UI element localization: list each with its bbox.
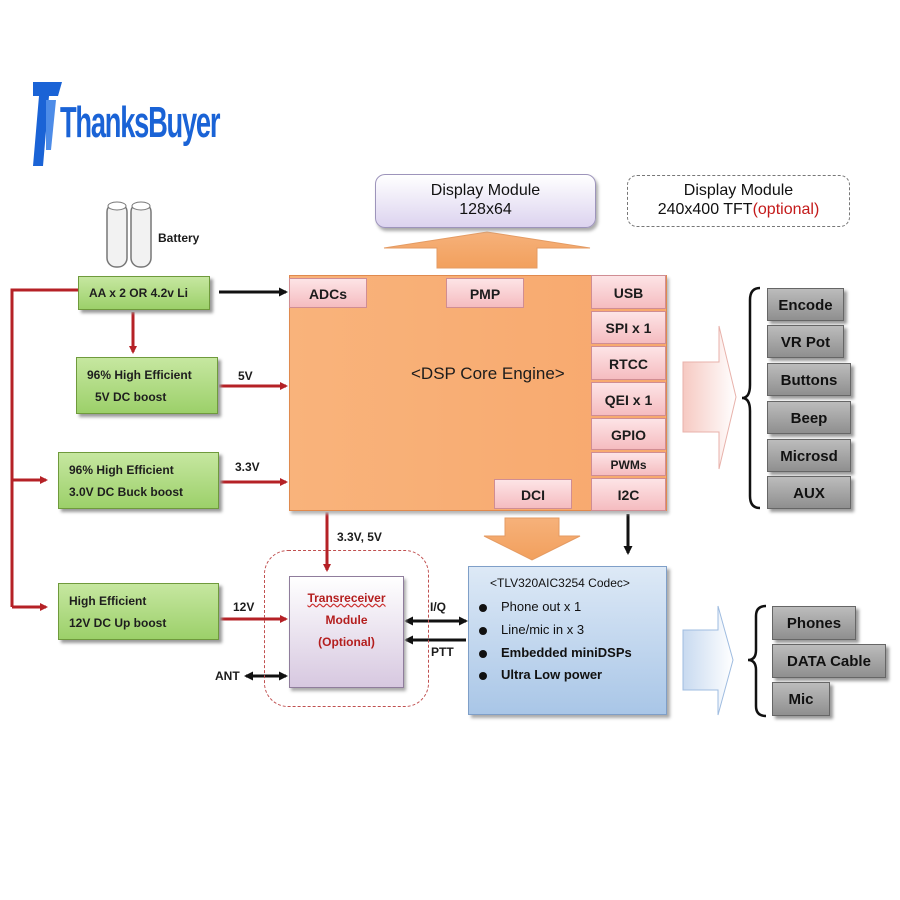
display-module-optional: Display Module 240x400 TFT(optional) (627, 175, 850, 227)
input-aux: AUX (767, 476, 851, 509)
output-mic: Mic (772, 682, 830, 716)
battery-icon (106, 201, 152, 268)
peripheral-gpio: GPIO (591, 418, 666, 450)
buck-3v3-box: 96% High Efficient 3.0V DC Buck boost (58, 452, 219, 509)
boost-12v-box: High Efficient 12V DC Up boost (58, 583, 219, 640)
boost-5v-line2: 5V DC boost (95, 390, 167, 404)
label-iq: I/Q (430, 600, 447, 614)
label-ant: ANT (215, 669, 240, 683)
brace-inputs (741, 286, 761, 510)
codec-bullet-2: Line/mic in x 3 (479, 622, 584, 637)
label-rail: 3.3V, 5V (337, 530, 382, 544)
codec-block (468, 566, 667, 715)
peripheral-rtcc: RTCC (591, 346, 666, 380)
input-microsd: Microsd (767, 439, 851, 472)
buck-3v3-line1: 96% High Efficient (69, 463, 174, 477)
transceiver-line2: Module (325, 613, 368, 627)
codec-bullet-4-text: Ultra Low power (501, 667, 603, 682)
right-arrow-to-inputs (682, 325, 737, 470)
power-source-box: AA x 2 OR 4.2v Li (78, 276, 210, 310)
bullet-dot-icon (479, 603, 487, 612)
output-data-cable: DATA Cable (772, 644, 886, 678)
display-main-resolution: 128x64 (459, 201, 512, 218)
down-arrow-to-codec (483, 517, 581, 561)
boost-5v-line1: 96% High Efficient (87, 368, 192, 382)
up-arrow-to-display (383, 231, 591, 269)
bullet-dot-icon (479, 626, 487, 635)
label-3v3: 3.3V (235, 460, 260, 474)
dsp-core-title: <DSP Core Engine> (411, 364, 565, 383)
label-12v: 12V (233, 600, 255, 614)
logo-mark-icon (33, 82, 62, 166)
transceiver-line3: (Optional) (318, 635, 375, 649)
brand-logo: ThanksBuyer (60, 98, 220, 147)
transceiver-optional-outline (264, 550, 429, 707)
display-opt-resolution: 240x400 TFT (657, 201, 753, 218)
dci-block: DCI (494, 479, 572, 509)
display-main-title: Display Module (430, 182, 541, 199)
codec-bullet-4: Ultra Low power (479, 667, 602, 682)
boost-12v-line1: High Efficient (69, 594, 147, 608)
input-beep: Beep (767, 401, 851, 434)
codec-bullet-3-text: Embedded miniDSPs (501, 645, 632, 660)
transceiver-title: Transreceiver (307, 591, 386, 605)
peripheral-spi: SPI x 1 (591, 311, 666, 344)
codec-title: <TLV320AIC3254 Codec> (490, 576, 630, 590)
codec-bullet-3: Embedded miniDSPs (479, 645, 632, 660)
display-opt-optional: (optional) (752, 201, 820, 218)
power-source-label: AA x 2 OR 4.2v Li (89, 286, 188, 300)
boost-12v-line2: 12V DC Up boost (69, 616, 167, 630)
transceiver-module: Transreceiver Module (Optional) (289, 576, 404, 688)
output-phones: Phones (772, 606, 856, 640)
label-ptt: PTT (431, 645, 454, 659)
input-encode: Encode (767, 288, 844, 321)
bullet-dot-icon (479, 671, 487, 680)
input-buttons: Buttons (767, 363, 851, 396)
brace-outputs (747, 604, 767, 718)
right-arrow-to-outputs (682, 605, 734, 716)
peripheral-usb: USB (591, 275, 666, 309)
peripheral-i2c: I2C (591, 478, 666, 511)
adcs-block: ADCs (289, 278, 367, 308)
codec-bullet-1: Phone out x 1 (479, 599, 581, 614)
boost-5v-box: 96% High Efficient 5V DC boost (76, 357, 218, 414)
signal-arrows (219, 287, 633, 681)
display-module-main: Display Module 128x64 (375, 174, 596, 228)
codec-bullet-2-text: Line/mic in x 3 (501, 622, 585, 637)
codec-bullet-1-text: Phone out x 1 (501, 599, 582, 614)
peripheral-pwms: PWMs (591, 452, 666, 476)
input-vr-pot: VR Pot (767, 325, 844, 358)
power-bus (10, 288, 331, 623)
display-opt-title: Display Module (683, 182, 794, 199)
buck-3v3-line2: 3.0V DC Buck boost (69, 485, 184, 499)
peripheral-qei: QEI x 1 (591, 382, 666, 416)
battery-label: Battery (158, 231, 200, 245)
pmp-block: PMP (446, 278, 524, 308)
label-5v: 5V (238, 369, 253, 383)
bullet-dot-icon (479, 649, 487, 658)
